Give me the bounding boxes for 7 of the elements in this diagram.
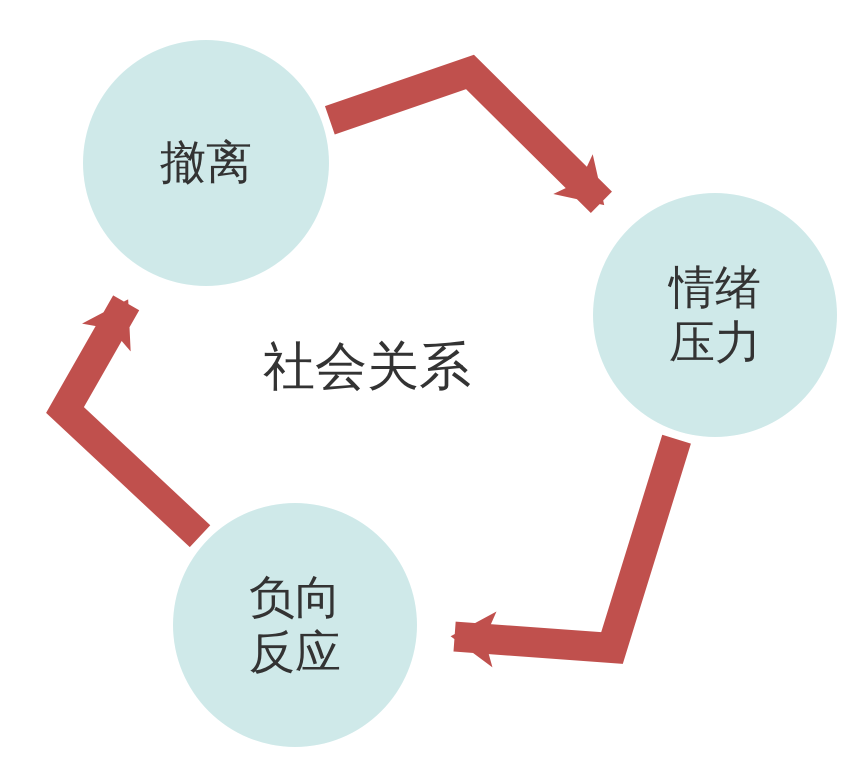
arrow bbox=[324, 54, 612, 213]
arrow bbox=[450, 434, 691, 668]
center-label: 社会关系 bbox=[263, 336, 471, 399]
node-label: 情绪压力 bbox=[666, 260, 762, 370]
node-label: 负向反应 bbox=[248, 570, 342, 680]
node-label: 撤离 bbox=[160, 135, 252, 191]
arrow bbox=[46, 295, 210, 548]
